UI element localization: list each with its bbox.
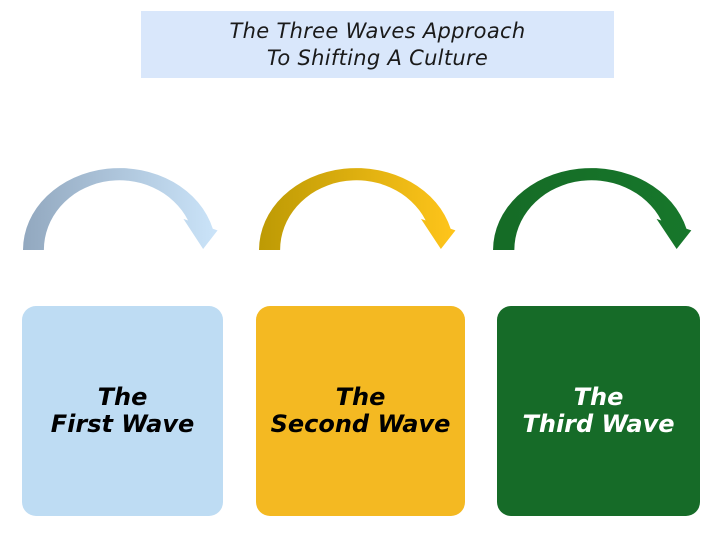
- second-wave-box: The Second Wave: [256, 306, 465, 516]
- title-banner: The Three Waves Approach To Shifting A C…: [141, 11, 614, 78]
- curved-arrow-icon: [259, 168, 456, 250]
- curved-arrow-icon: [493, 168, 692, 250]
- second-wave-box-line2: Second Wave: [270, 410, 451, 438]
- title-line2: To Shifting A Culture: [266, 45, 489, 70]
- first-wave-box: The First Wave: [22, 306, 223, 516]
- first-wave-box-line1: The: [97, 383, 148, 411]
- third-wave-box: The Third Wave: [497, 306, 700, 516]
- second-wave-box-line1: The: [335, 383, 386, 411]
- first-wave-box-line2: First Wave: [50, 410, 195, 438]
- third-wave-box-line1: The: [573, 383, 624, 411]
- title-line1: The Three Waves Approach: [229, 18, 526, 43]
- third-wave-arrow: [490, 164, 703, 251]
- first-wave-arrow: [20, 164, 229, 251]
- curved-arrow-icon: [22, 168, 218, 250]
- third-wave-box-line2: Third Wave: [522, 410, 675, 438]
- second-wave-arrow: [256, 164, 467, 251]
